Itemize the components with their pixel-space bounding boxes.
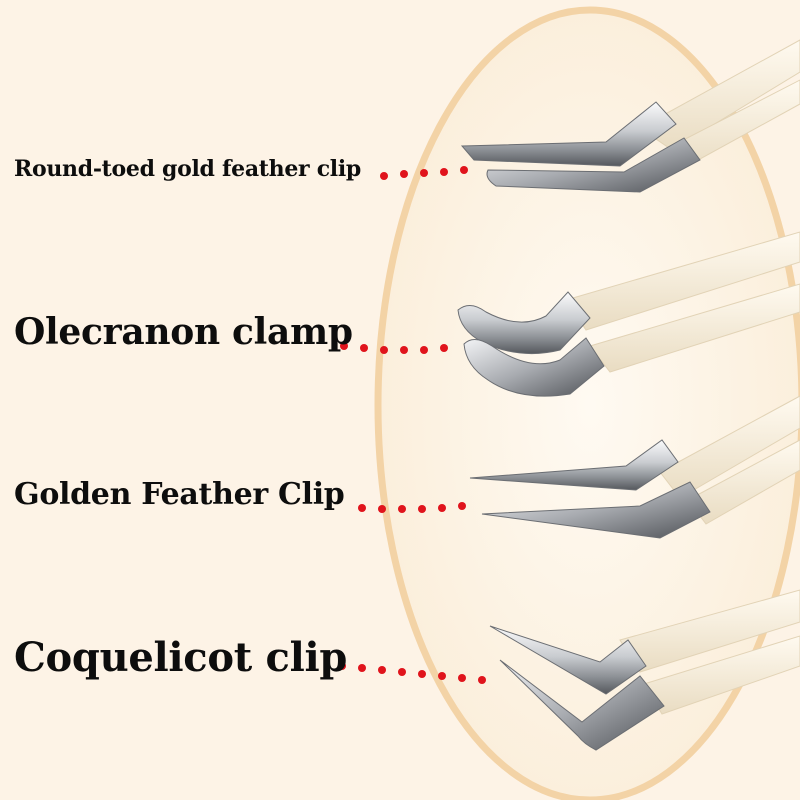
ellipse-frame xyxy=(374,6,800,800)
leader-dots-3 xyxy=(358,502,466,513)
golden-feather-tweezer-image xyxy=(469,395,800,539)
leader-dots-1 xyxy=(380,166,468,180)
round-toed-tweezer-image xyxy=(460,39,800,193)
olecranon-tweezer-image xyxy=(457,231,800,397)
leader-dots-4 xyxy=(338,662,486,684)
coquelicot-tweezer-image xyxy=(489,589,800,751)
label-olecranon-clamp: Olecranon clamp xyxy=(14,311,353,353)
leader-dots-2 xyxy=(340,342,448,354)
label-golden-feather-clip: Golden Feather Clip xyxy=(14,477,345,512)
label-round-toed-gold-feather-clip: Round-toed gold feather clip xyxy=(14,156,362,182)
label-coquelicot-clip: Coquelicot clip xyxy=(14,634,348,681)
